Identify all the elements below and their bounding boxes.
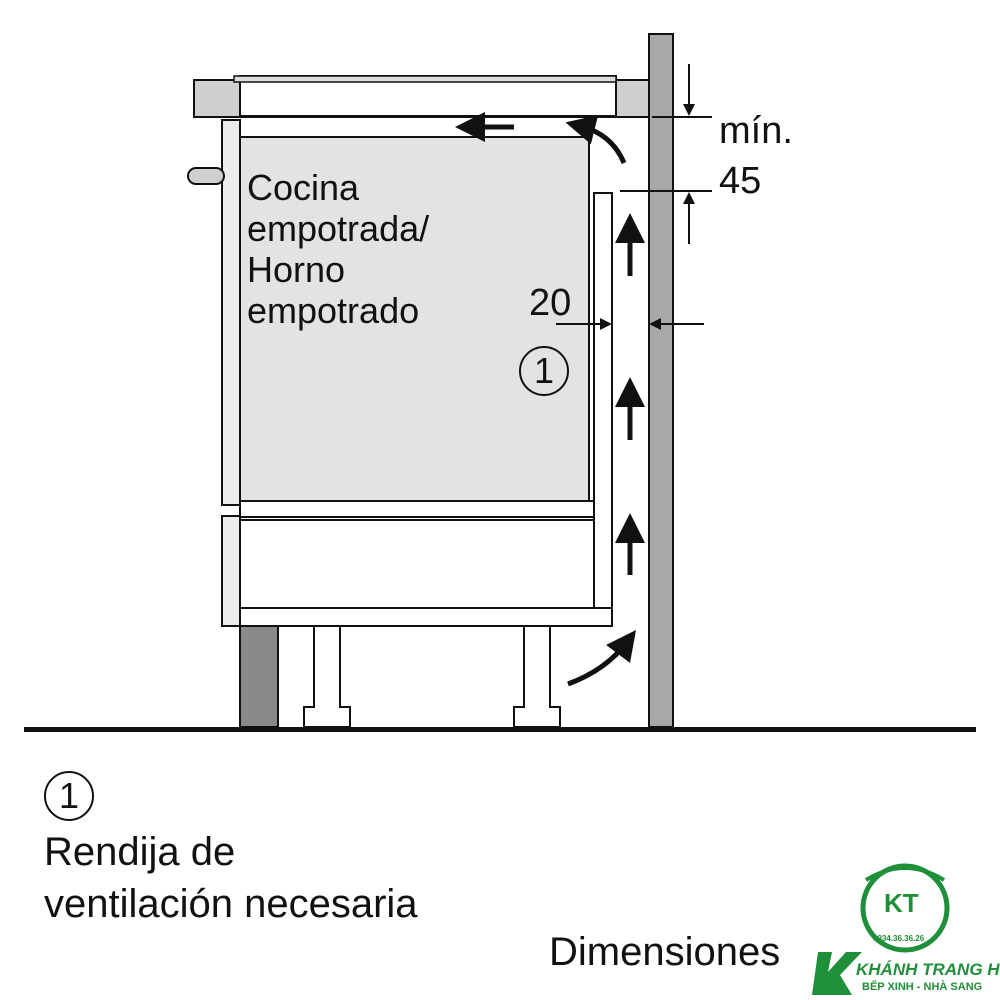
watermark-initials: KT — [884, 888, 919, 918]
min-label: mín. — [719, 110, 793, 152]
oven-handle — [187, 167, 225, 185]
min-value: 45 — [719, 160, 762, 202]
legend-marker: 1 — [44, 771, 94, 821]
watermark-brand: KHÁNH TRANG HOME — [856, 960, 1000, 979]
airflow-curve-bottom-icon — [567, 630, 637, 687]
appliance-label-line-2: empotrada/ — [247, 208, 430, 249]
callout-number: 1 — [533, 350, 555, 391]
cabinet-lower-front — [221, 515, 241, 627]
oven-body — [239, 136, 590, 502]
watermark-logo — [812, 863, 950, 995]
wall — [648, 33, 674, 728]
drawer — [239, 519, 595, 609]
legend-line-1: Rendija de — [44, 830, 236, 874]
legend-line-2: ventilación necesaria — [44, 882, 418, 926]
appliance-label: Cocina empotrada/ Horno empotrado — [247, 167, 429, 331]
gap-value: 20 — [529, 282, 572, 324]
floor-line — [24, 727, 976, 732]
legend-text: Rendija de ventilación necesaria — [44, 826, 418, 930]
dimensions-footer: Dimensiones — [549, 930, 781, 974]
watermark-phone: 0934.36.36.26 — [873, 934, 925, 943]
plinth — [239, 625, 279, 728]
foot-left — [303, 625, 351, 728]
appliance-label-line-1: Cocina — [247, 167, 360, 208]
appliance-label-line-4: empotrado — [247, 290, 420, 331]
appliance-label-line-3: Horno — [247, 249, 346, 290]
legend-number: 1 — [58, 775, 80, 816]
hob-lip — [233, 75, 617, 83]
foot-right — [513, 625, 561, 728]
airflow-curve-top-icon — [565, 115, 627, 165]
cabinet-back-panel — [593, 192, 613, 609]
callout-marker: 1 — [519, 346, 569, 396]
cabinet-bottom — [239, 607, 613, 627]
watermark-tagline: BẾP XINH - NHÀ SANG — [862, 981, 983, 993]
cabinet-shelf — [239, 500, 595, 518]
